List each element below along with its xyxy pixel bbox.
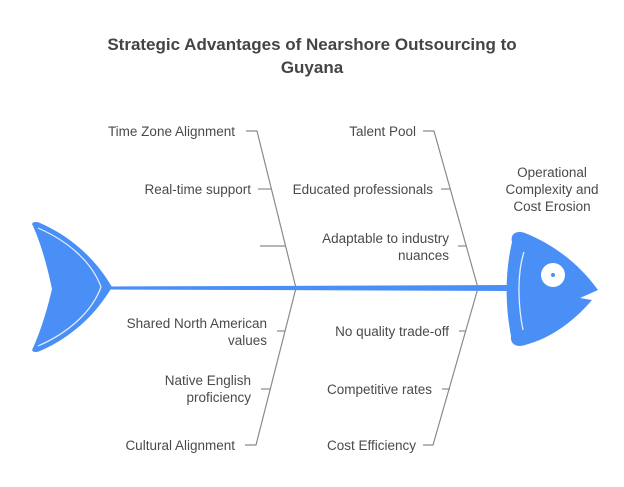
effect-label-line-1: Operational [517, 165, 587, 180]
category-cultural-alignment: Cultural Alignment [125, 438, 235, 453]
cause-adaptable-line-1: Adaptable to industry [322, 231, 449, 246]
category-talent-pool: Talent Pool [349, 124, 416, 139]
cause-adaptable-line-2: nuances [397, 248, 449, 263]
fish-spine [110, 285, 510, 291]
cause-real-time-support: Real-time support [144, 182, 251, 197]
cause-adaptable-to-industry-nuances: Adaptable to industry nuances [322, 230, 449, 264]
bone-top-right [423, 130, 479, 289]
cause-shared-north-american-values: Shared North American values [127, 315, 267, 349]
cause-native-english-proficiency: Native English proficiency [165, 372, 251, 406]
fish-head [506, 232, 598, 346]
bone-bottom-left [245, 287, 297, 446]
effect-label-line-2: Complexity and [505, 182, 599, 197]
cause-shared-line-1: Shared North American [126, 316, 267, 331]
category-cost-efficiency: Cost Efficiency [326, 438, 416, 453]
cause-native-english-line-1: Native English [164, 373, 251, 388]
fish-tail [32, 222, 112, 352]
effect-label: Operational Complexity and Cost Erosion [487, 164, 617, 215]
fish-pupil [551, 273, 555, 277]
cause-educated-professionals: Educated professionals [292, 182, 433, 197]
cause-shared-line-2: values [227, 333, 267, 348]
title-line-2: Guyana [280, 58, 344, 77]
diagram-title: Strategic Advantages of Nearshore Outsou… [0, 33, 624, 79]
bone-bottom-right [423, 287, 479, 446]
cause-native-english-line-2: proficiency [186, 390, 251, 405]
cause-competitive-rates: Competitive rates [326, 382, 432, 397]
title-line-1: Strategic Advantages of Nearshore Outsou… [107, 35, 517, 54]
bone-top-left [246, 130, 297, 289]
effect-label-line-3: Cost Erosion [513, 199, 591, 214]
cause-no-quality-trade-off: No quality trade-off [335, 324, 449, 339]
category-time-zone-alignment: Time Zone Alignment [107, 124, 235, 139]
